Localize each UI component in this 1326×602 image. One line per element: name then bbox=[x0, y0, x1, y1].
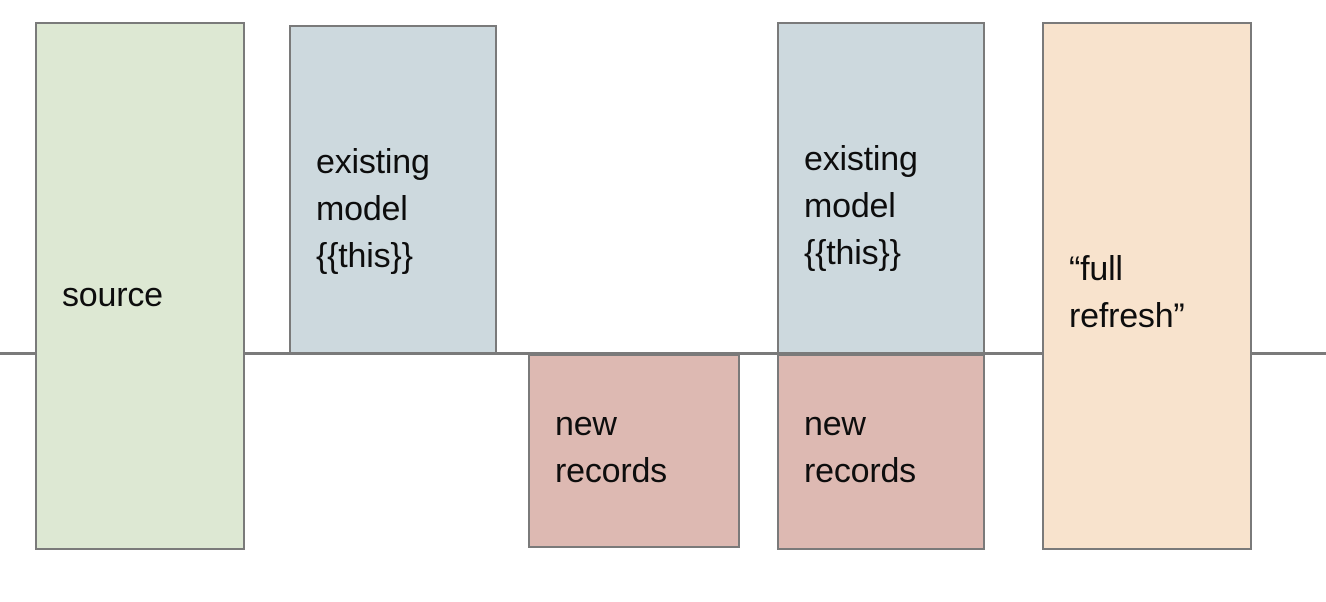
node-box-source[interactable]: source bbox=[35, 22, 245, 550]
node-label-full-refresh: “full refresh” bbox=[1069, 250, 1185, 335]
node-box-existing-model-1[interactable]: existing model {{this}} bbox=[289, 25, 497, 354]
node-box-new-records-2[interactable]: new records bbox=[777, 354, 985, 550]
timeline-axis bbox=[0, 352, 1326, 355]
node-box-existing-model-2[interactable]: existing model {{this}} bbox=[777, 22, 985, 354]
node-box-full-refresh[interactable]: “full refresh” bbox=[1042, 22, 1252, 550]
node-label-existing-model-1: existing model {{this}} bbox=[316, 143, 430, 275]
node-box-new-records-1[interactable]: new records bbox=[528, 354, 740, 548]
node-label-new-records-2: new records bbox=[804, 405, 916, 490]
node-label-source: source bbox=[62, 276, 163, 314]
node-label-new-records-1: new records bbox=[555, 405, 667, 490]
node-label-existing-model-2: existing model {{this}} bbox=[804, 140, 918, 272]
